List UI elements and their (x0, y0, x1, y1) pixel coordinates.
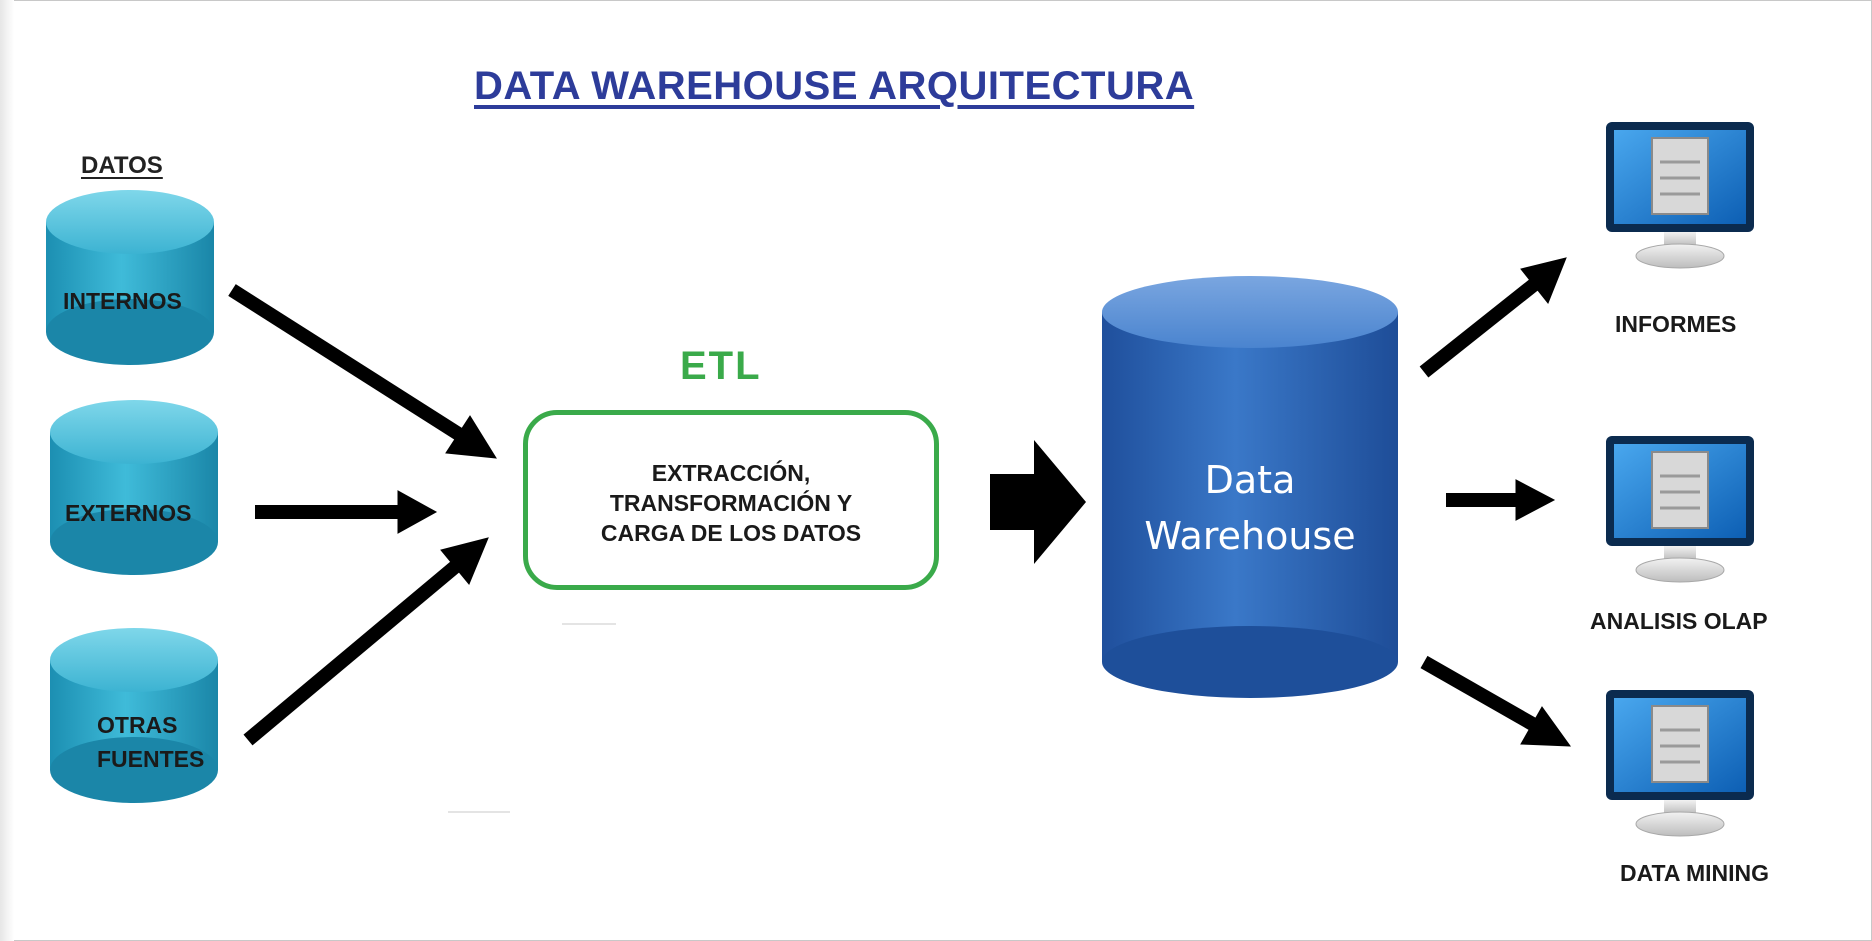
arrow-etl-to-warehouse (990, 440, 1086, 564)
monitor-analisis-olap-icon (1606, 436, 1754, 583)
arrows-to-etl (228, 284, 497, 746)
source-externos-label: EXTERNOS (65, 496, 192, 530)
source-label-line: INTERNOS (63, 288, 182, 314)
output-data-mining-label: DATA MINING (1620, 860, 1770, 886)
etl-line-3: CARGA DE LOS DATOS (600, 520, 862, 546)
warehouse-label-line-2: Warehouse (1144, 514, 1356, 558)
sources-heading: DATOS (81, 152, 163, 179)
arrows-to-outputs (1419, 257, 1572, 747)
output-analisis-olap-label: ANALISIS OLAP (1590, 608, 1768, 634)
warehouse-label-line-1: Data (1204, 458, 1296, 502)
source-otras-fuentes-label: OTRAS FUENTES (97, 708, 204, 776)
etl-heading: ETL (680, 344, 762, 388)
monitor-data-mining-icon (1606, 690, 1754, 837)
monitor-informes-icon (1606, 122, 1754, 269)
source-internos-icon (46, 190, 214, 365)
output-informes-label: INFORMES (1615, 311, 1737, 337)
arrow-head (445, 415, 497, 459)
etl-process-box: EXTRACCIÓN, TRANSFORMACIÓN Y CARGA DE LO… (523, 410, 939, 590)
left-edge-shadow (0, 0, 14, 941)
diagram-title: DATA WAREHOUSE ARQUITECTURA (474, 64, 1195, 108)
source-externos-icon (50, 400, 218, 575)
source-label-line: EXTERNOS (65, 500, 192, 526)
source-internos-label: INTERNOS (63, 284, 182, 318)
source-label-line: OTRAS (97, 712, 178, 738)
etl-line-2: TRANSFORMACIÓN Y (609, 490, 853, 516)
data-warehouse-icon (1102, 276, 1398, 698)
source-label-line: FUENTES (97, 746, 205, 772)
etl-line-1: EXTRACCIÓN, (651, 460, 811, 486)
faint-guide-lines (448, 623, 616, 813)
source-otras-fuentes-icon (50, 628, 218, 803)
